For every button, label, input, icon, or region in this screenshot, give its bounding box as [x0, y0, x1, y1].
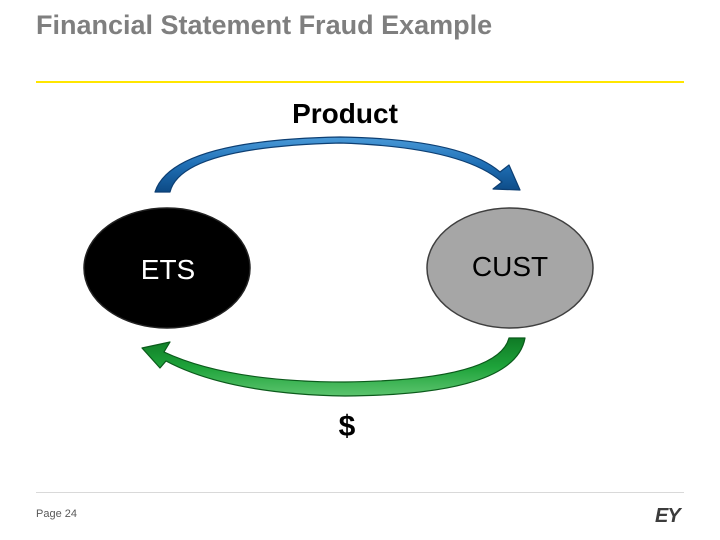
- product-label: Product: [292, 98, 398, 129]
- ey-logo: EY: [655, 505, 681, 527]
- footer-divider: [36, 492, 684, 493]
- page-number: Page 24: [36, 508, 77, 520]
- cust-node-label: CUST: [472, 251, 548, 282]
- ets-node: [83, 207, 251, 329]
- cust-node: [426, 207, 594, 329]
- dollar-label: $: [339, 410, 356, 443]
- slide-title: Financial Statement Fraud Example: [36, 10, 493, 40]
- ets-node-label: ETS: [141, 254, 195, 285]
- product-arrow: [154, 136, 521, 193]
- money-arrow: [141, 337, 526, 397]
- title-divider: [36, 81, 684, 83]
